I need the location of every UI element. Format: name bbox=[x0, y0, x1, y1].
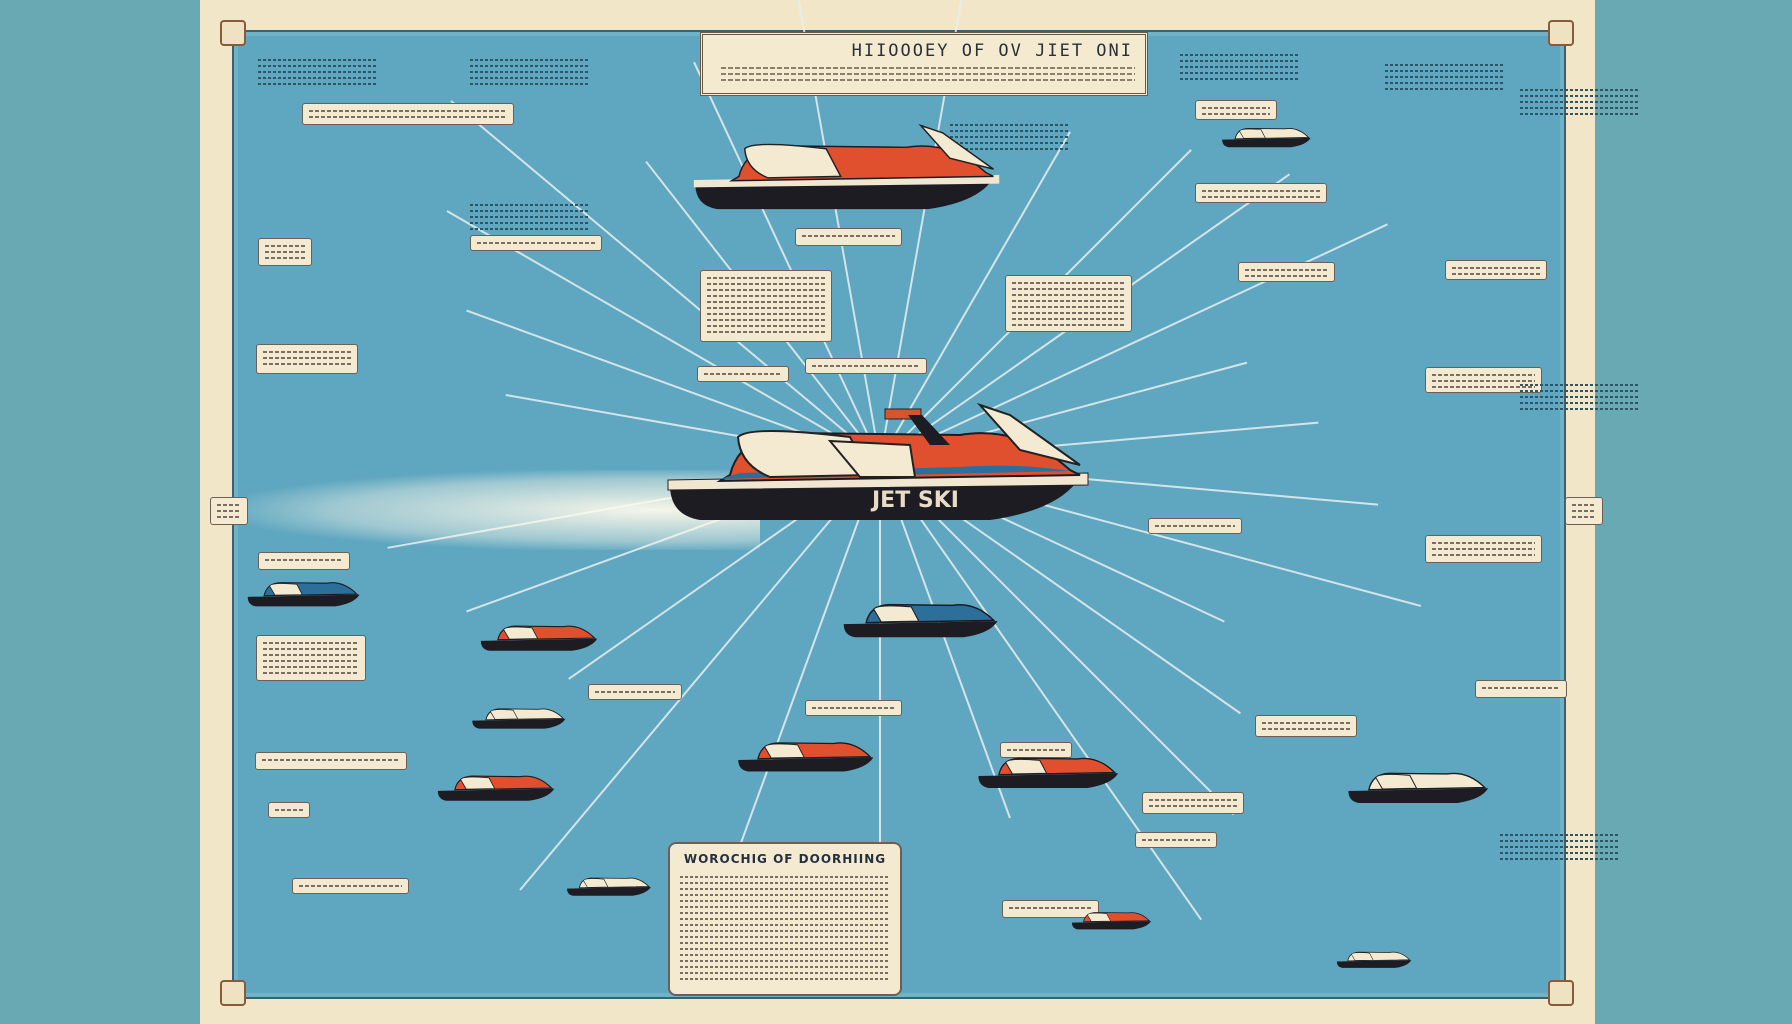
jet-ski-illustration bbox=[1071, 912, 1152, 930]
bottom-info-panel: WOROCHIG OF DOORHIING bbox=[668, 842, 902, 996]
label-box bbox=[1425, 367, 1542, 393]
jet-ski-illustration bbox=[247, 582, 360, 607]
text-block bbox=[1520, 380, 1640, 414]
label-box bbox=[697, 366, 789, 382]
jet-ski-illustration bbox=[472, 708, 566, 729]
text-line bbox=[680, 906, 890, 908]
text-line bbox=[680, 876, 890, 878]
text-block bbox=[1385, 60, 1505, 94]
corner-ornament bbox=[220, 20, 246, 46]
text-block bbox=[1500, 830, 1620, 864]
text-line bbox=[680, 942, 890, 944]
label-box bbox=[805, 358, 927, 374]
jet-ski-illustration bbox=[738, 742, 874, 772]
jet-ski-illustration bbox=[1222, 127, 1311, 148]
main-jet-ski: JET SKI bbox=[667, 402, 1089, 520]
text-line bbox=[680, 930, 890, 932]
text-line bbox=[680, 882, 890, 884]
text-line bbox=[680, 900, 890, 902]
text-line bbox=[680, 888, 890, 890]
label-box bbox=[256, 344, 358, 374]
jet-ski-illustration bbox=[1336, 951, 1412, 968]
main-jet-ski-label: JET SKI bbox=[870, 488, 959, 513]
label-box bbox=[1475, 680, 1567, 698]
text-line bbox=[680, 954, 890, 956]
label-box bbox=[1000, 742, 1072, 758]
label-box bbox=[292, 878, 409, 894]
label-box bbox=[1255, 715, 1357, 737]
label-box bbox=[1238, 262, 1335, 282]
jet-ski-illustration bbox=[978, 757, 1119, 788]
corner-ornament bbox=[1548, 20, 1574, 46]
text-line bbox=[680, 936, 890, 938]
label-box bbox=[210, 497, 248, 525]
label-box bbox=[268, 802, 310, 818]
text-line bbox=[680, 918, 890, 920]
text-block bbox=[950, 120, 1070, 154]
jet-ski-illustration bbox=[480, 625, 598, 651]
label-box bbox=[1445, 260, 1547, 280]
title-box: HIIOOOEY OF OV JIET ONI bbox=[700, 32, 1148, 96]
jet-ski-illustration bbox=[437, 775, 555, 801]
text-block bbox=[1180, 50, 1300, 84]
label-box bbox=[1195, 100, 1277, 120]
corner-ornament bbox=[1548, 980, 1574, 1006]
text-line bbox=[680, 912, 890, 914]
jet-ski-illustration bbox=[843, 603, 998, 638]
label-box bbox=[258, 552, 350, 570]
poster-title: HIIOOOEY OF OV JIET ONI bbox=[851, 41, 1133, 61]
label-box bbox=[256, 635, 366, 681]
label-box bbox=[1002, 900, 1099, 918]
text-line bbox=[680, 978, 890, 980]
label-box bbox=[588, 684, 682, 700]
jet-ski-illustration bbox=[1348, 772, 1489, 803]
label-box bbox=[805, 700, 902, 716]
label-box bbox=[470, 235, 602, 251]
text-line bbox=[680, 960, 890, 962]
label-box bbox=[258, 238, 312, 266]
text-block bbox=[470, 200, 590, 234]
label-box bbox=[1005, 275, 1132, 332]
text-line bbox=[680, 972, 890, 974]
bottom-panel-title: WOROCHIG OF DOORHIING bbox=[683, 852, 887, 866]
text-line bbox=[680, 966, 890, 968]
label-box bbox=[1142, 792, 1244, 814]
corner-ornament bbox=[220, 980, 246, 1006]
ray-line bbox=[879, 461, 881, 901]
label-box bbox=[255, 752, 407, 770]
label-box bbox=[1425, 535, 1542, 563]
text-block bbox=[470, 55, 590, 89]
label-box bbox=[1148, 518, 1242, 534]
text-line bbox=[680, 948, 890, 950]
text-line bbox=[680, 924, 890, 926]
label-box bbox=[1565, 497, 1603, 525]
text-block bbox=[258, 55, 378, 89]
label-box bbox=[700, 270, 832, 342]
label-box bbox=[1195, 183, 1327, 203]
label-box bbox=[795, 228, 902, 246]
text-block bbox=[1520, 85, 1640, 119]
jet-ski-illustration bbox=[693, 123, 1000, 210]
label-box bbox=[1135, 832, 1217, 848]
jet-ski-illustration bbox=[567, 877, 651, 896]
text-line bbox=[680, 894, 890, 896]
label-box bbox=[302, 103, 514, 125]
